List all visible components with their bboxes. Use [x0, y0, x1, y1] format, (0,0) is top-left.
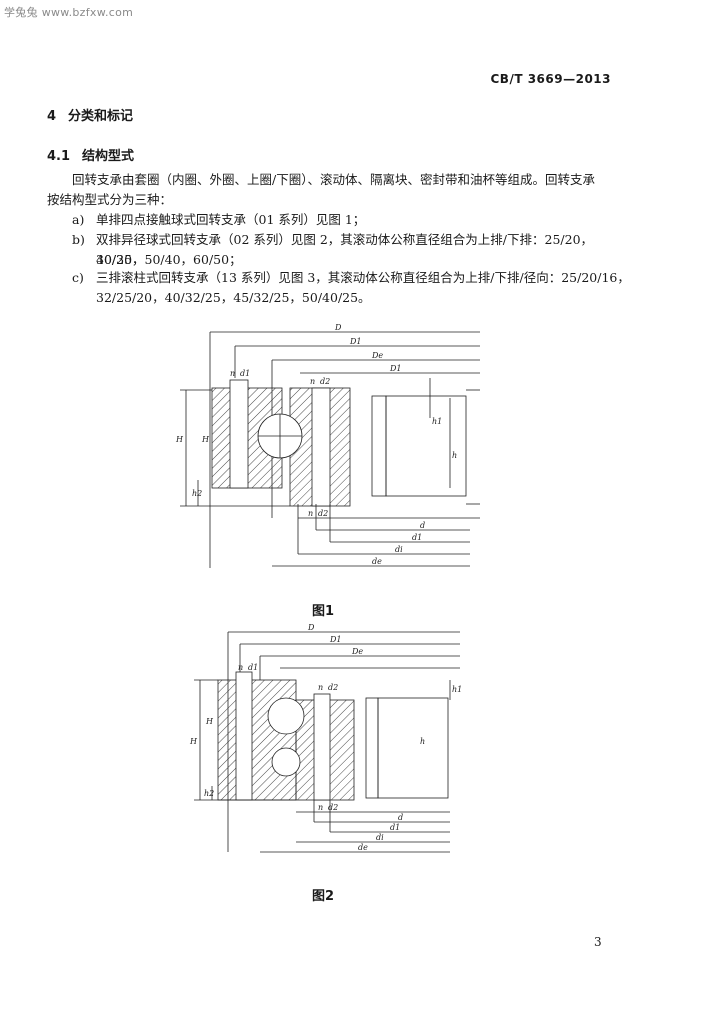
- list-item-text-cont: 32/25/20，40/32/25，45/32/25，50/40/25。: [96, 290, 371, 305]
- subsection-title: 结构型式: [82, 149, 135, 164]
- fig2-label-D: D: [307, 623, 315, 632]
- fig1-label-d2-bot: d2: [318, 509, 328, 518]
- intro-line-2: 按结构型式分为三种：: [47, 192, 173, 207]
- fig1-label-H1: H: [201, 435, 210, 444]
- section-title: 分类和标记: [68, 109, 134, 124]
- fig2-label-de: de: [358, 843, 368, 852]
- fig1-label-D: D: [334, 323, 342, 332]
- fig2-label-d1: d1: [390, 823, 400, 832]
- figure-1-caption: 图1: [312, 604, 335, 619]
- fig1-label-d2-mid: d2: [320, 377, 330, 386]
- fig1-label-h2: h2: [192, 489, 202, 498]
- list-item-text-cont: 40/30，50/40，60/50；: [96, 252, 242, 267]
- fig1-label-n-top: n: [230, 369, 235, 378]
- fig2-label-d1-top: d1: [248, 663, 258, 672]
- subsection-heading: 4.1 结构型式: [47, 145, 134, 164]
- fig1-label-n-mid: n: [310, 377, 315, 386]
- list-item-c: c) 三排滚柱式回转支承（13 系列）见图 3，其滚动体公称直径组合为上排/下排…: [72, 268, 652, 308]
- fig2-label-D1: D1: [329, 635, 342, 644]
- fig1-label-H: H: [175, 435, 184, 444]
- page-number: 3: [594, 935, 602, 949]
- list-item-text: 双排异径球式回转支承（02 系列）见图 2，其滚动体公称直径组合为上排/下排：2…: [96, 232, 594, 267]
- fig1-label-h: h: [452, 451, 457, 460]
- fig2-label-h: h: [420, 737, 425, 746]
- list-item-a: a) 单排四点接触球式回转支承（01 系列）见图 1；: [72, 210, 652, 230]
- fig1-label-d1: d1: [412, 533, 422, 542]
- standard-code: CB/T 3669—2013: [490, 72, 611, 86]
- fig1-label-D1: D1: [349, 337, 362, 346]
- watermark-text: 学兔兔 www.bzfxw.com: [4, 6, 134, 19]
- section-number: 4: [47, 109, 57, 124]
- fig1-label-d: d: [420, 521, 425, 530]
- fig1-label-h1: h1: [432, 417, 442, 426]
- list-item-b: b) 双排异径球式回转支承（02 系列）见图 2，其滚动体公称直径组合为上排/下…: [72, 230, 652, 270]
- intro-line-1: 回转支承由套圈（内圈、外圈、上圈/下圈）、滚动体、隔离块、密封带和油杯等组成。回…: [72, 172, 595, 187]
- fig2-label-H: H: [189, 737, 198, 746]
- fig1-label-de: de: [372, 557, 382, 566]
- fig2-label-n-top: n: [238, 663, 243, 672]
- fig2-label-De: De: [351, 647, 363, 656]
- list-item-text: 单排四点接触球式回转支承（01 系列）见图 1；: [96, 212, 366, 227]
- fig1-label-d1-top: d1: [240, 369, 250, 378]
- fig2-label-n-bot: n: [318, 803, 323, 812]
- fig1-label-Dt: D1: [389, 364, 402, 373]
- figure-2-caption: 图2: [312, 889, 335, 904]
- fig2-label-H1: H: [205, 717, 214, 726]
- figure-2-drawing: D D1 De n d1 n d2 h1 H H h h2 n d2 d d1 …: [189, 623, 462, 853]
- list-item-text: 三排滚柱式回转支承（13 系列）见图 3，其滚动体公称直径组合为上排/下排/径向…: [96, 270, 630, 285]
- fig2-label-d2-mid: d2: [328, 683, 338, 692]
- fig2-label-di: di: [376, 833, 384, 842]
- fig1-label-De: De: [371, 351, 383, 360]
- list-item-label: c): [72, 270, 84, 285]
- fig2-label-h1: h1: [452, 685, 462, 694]
- fig1-label-n-bot: n: [308, 509, 313, 518]
- figure-1-drawing: D D1 De D1 n d1 n d2 h1 h H H h2 n d2 d …: [175, 323, 480, 568]
- subsection-number: 4.1: [47, 149, 71, 164]
- fig2-label-n-mid: n: [318, 683, 323, 692]
- fig2-label-d: d: [398, 813, 403, 822]
- fig2-label-d2-bot: d2: [328, 803, 338, 812]
- list-item-label: b): [72, 232, 85, 247]
- list-item-label: a): [72, 212, 85, 227]
- fig1-label-di: di: [395, 545, 403, 554]
- fig2-label-h2: h2: [204, 789, 214, 798]
- section-heading: 4 分类和标记: [47, 105, 133, 124]
